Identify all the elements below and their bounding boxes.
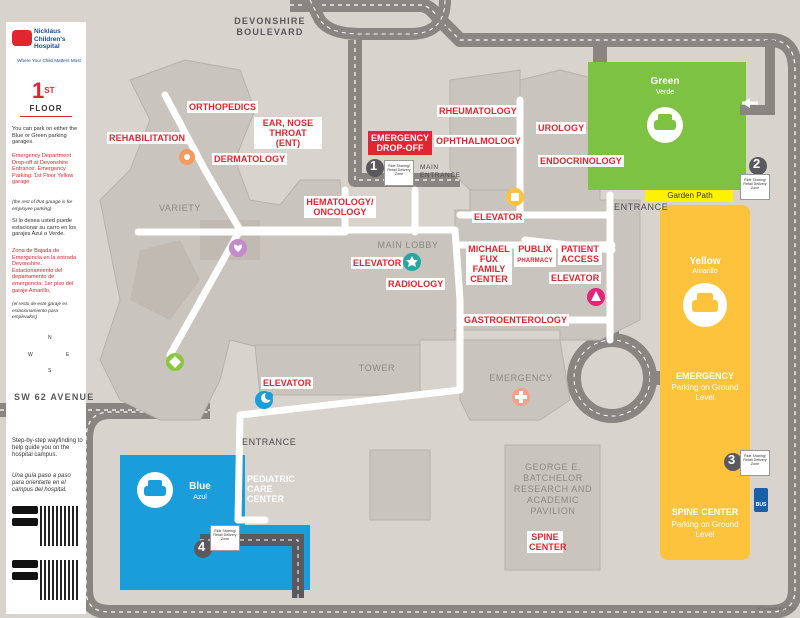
hospital-logo <box>12 30 32 46</box>
emergency-dropoff: EMERGENCY DROP-OFF <box>368 131 432 155</box>
east-entrance-label: ENTRANCE <box>614 202 669 212</box>
compass-s: S <box>48 368 52 374</box>
floor-number: 1ST <box>32 80 54 102</box>
yellow-spine: SPINE CENTER <box>671 507 739 517</box>
floor-suffix: ST <box>44 86 55 95</box>
green-garage-sub: Verde <box>655 89 675 96</box>
tagline: Where Your Child Matters Most <box>17 58 81 63</box>
ride-sign-1: Ride Sharing/ Retail Delivery Zone <box>384 160 414 186</box>
buildings <box>99 59 641 571</box>
park-text: You can park on either the Blue or Green… <box>12 126 78 146</box>
yellow-garage <box>660 205 750 560</box>
green-garage-name: Green <box>650 76 680 87</box>
yellow-garage-name: Yellow <box>689 256 721 267</box>
building-main-lobby: MAIN LOBBY <box>377 240 439 250</box>
footnote: YCHMMAR-RSP0022 <box>756 606 796 611</box>
dept-ent: EAR, NOSE THROAT (ENT) <box>254 117 322 149</box>
marker-3: 3 <box>728 452 736 467</box>
dept-gastro: GASTROENTEROLOGY <box>462 314 570 326</box>
car-icon <box>683 283 727 327</box>
dept-elevator-yellow: ELEVATOR <box>472 211 525 223</box>
dept-elevator-blue: ELEVATOR <box>261 377 314 389</box>
garden-path-label: Garden Path <box>667 191 713 200</box>
dept-patient-access: PATIENT ACCESS <box>558 243 602 265</box>
garden-path <box>645 190 733 202</box>
building-tower: TOWER <box>358 363 396 373</box>
yellow-emergency-sub: Parking on Ground Level <box>671 383 739 402</box>
logo-text: Nicklaus Children's Hospital <box>34 28 66 50</box>
blue-garage-name: Blue <box>189 481 211 492</box>
emergency-note-es: (el resto de este garaje es estacionamie… <box>12 302 68 321</box>
main-entrance-label: MAIN ENTRANCE <box>420 164 461 179</box>
dept-elevator-teal: ELEVATOR <box>351 257 404 269</box>
google-play-badge[interactable] <box>12 518 38 526</box>
car-icon <box>647 107 683 143</box>
park-text-es: Si lo desea usted puede estacionar su ca… <box>12 218 77 238</box>
yellow-garage-sub: Amarillo <box>692 268 718 275</box>
yellow-emergency: EMERGENCY <box>675 371 734 381</box>
publix-sub: PHARMACY <box>517 258 553 264</box>
dept-michael-fux: MICHAEL FUX FAMILY CENTER <box>466 243 512 285</box>
dept-publix: PUBLIX PHARMACY <box>514 243 556 267</box>
marker-4: 4 <box>198 539 206 554</box>
floor-digit: 1 <box>32 78 45 103</box>
publix-name: PUBLIX <box>518 244 552 254</box>
bus-label: BUS <box>755 502 767 508</box>
dept-elevator-pink: ELEVATOR <box>549 272 602 284</box>
dept-endocrinology: ENDOCRINOLOGY <box>538 155 624 167</box>
ride-sign-3: Ride Sharing/ Retail Delivery Zone <box>740 450 770 476</box>
compass-n: N <box>48 335 52 341</box>
wayfinding-panel: Step-by-step wayfinding to help guide yo… <box>6 428 86 614</box>
legend-panel: Nicklaus Children's Hospital Where Your … <box>6 22 86 442</box>
dept-rehabilitation: REHABILITATION <box>107 132 188 144</box>
dept-hematology: HEMATOLOGY/ ONCOLOGY <box>304 196 376 218</box>
street-sw62: SW 62 AVENUE <box>14 392 95 402</box>
app-store-badge-2[interactable] <box>12 560 38 568</box>
qr-code-icon[interactable] <box>40 506 80 546</box>
compass-w: W <box>28 352 33 358</box>
car-icon <box>137 472 173 508</box>
dept-radiology: RADIOLOGY <box>386 278 446 290</box>
emergency-text: Emergency Department Drop-off at Devonsh… <box>12 153 74 186</box>
ride-sign-4: Ride Sharing/ Retail Delivery Zone <box>210 525 240 551</box>
dept-orthopedics: ORTHOPEDICS <box>187 101 259 113</box>
bus-icon <box>754 488 768 512</box>
app-store-badge[interactable] <box>12 506 38 514</box>
qr-code-icon-2[interactable] <box>40 560 80 600</box>
south-entrance-label: ENTRANCE <box>242 437 297 447</box>
floor-label: FLOOR <box>29 104 63 113</box>
building-variety: VARIETY <box>158 203 202 213</box>
yellow-spine-sub: Parking on Ground Level <box>671 520 739 539</box>
emergency-text-es: Zona de Bajada de Emergencia en la entra… <box>12 248 77 294</box>
dept-dermatology: DERMATOLOGY <box>212 153 288 165</box>
building-batchelor: GEORGE E. BATCHELOR RESEARCH AND ACADEMI… <box>513 462 593 516</box>
dept-spine-center: SPINE CENTER <box>527 531 567 553</box>
dept-urology: UROLOGY <box>536 122 587 134</box>
emergency-note: (the rest of that garage is for employee… <box>12 200 73 212</box>
dept-ophthalmology: OPHTHALMOLOGY <box>434 135 523 147</box>
blue-garage-sub: Azul <box>193 494 207 501</box>
dept-rheumatology: RHEUMATOLOGY <box>437 105 519 117</box>
street-devonshire: DEVONSHIRE BOULEVARD <box>234 16 306 37</box>
building-emergency: EMERGENCY <box>489 373 553 383</box>
compass-e: E <box>66 352 70 358</box>
marker-1: 1 <box>370 158 378 173</box>
dept-pediatric-care: PEDIATRIC CARE CENTER <box>247 474 295 504</box>
wayfinding-text-es: Una guía paso a paso para orientarte en … <box>12 473 71 493</box>
marker-2: 2 <box>753 156 761 171</box>
google-play-badge-2[interactable] <box>12 572 38 580</box>
ride-sign-2: Ride Sharing/ Retail Delivery Zone <box>740 174 770 200</box>
wayfinding-text: Step-by-step wayfinding to help guide yo… <box>12 438 83 458</box>
